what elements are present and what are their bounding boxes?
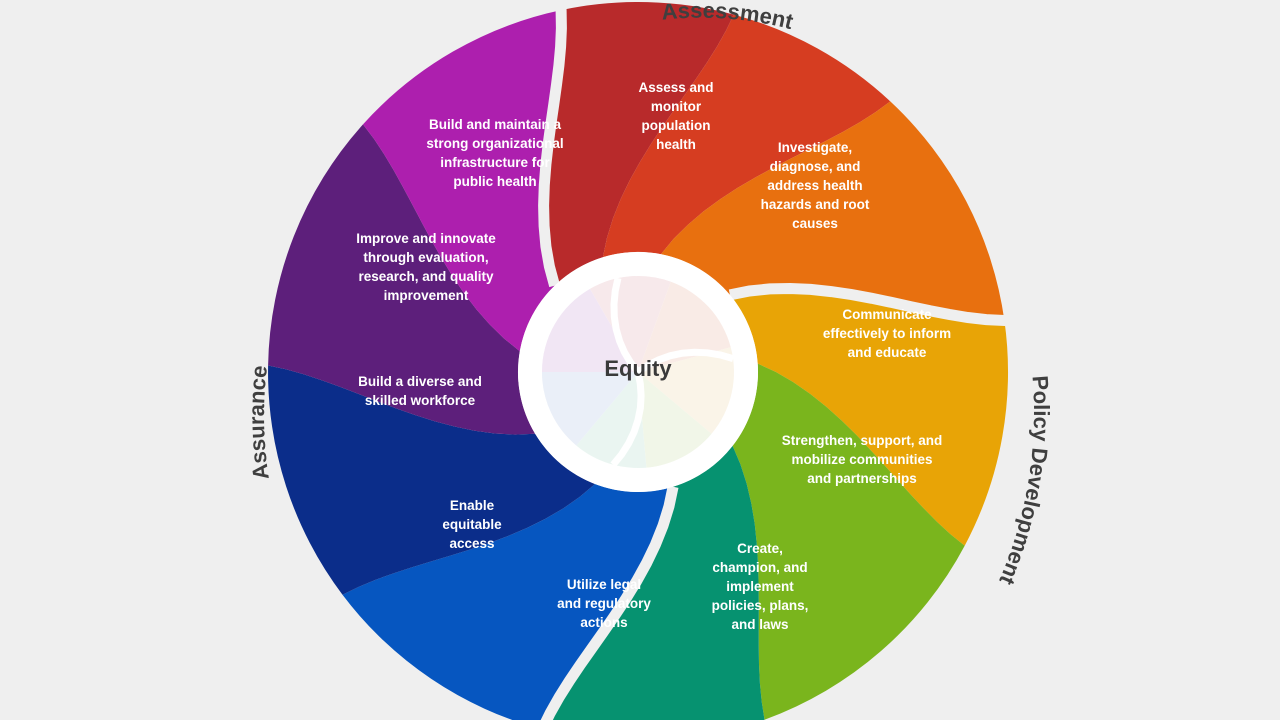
service-label-line: Utilize legal (567, 577, 641, 592)
segment-strengthen (729, 288, 1009, 546)
service-label-line: Build and maintain a (429, 117, 562, 132)
service-label-access: Enable equitable access (442, 498, 502, 551)
service-label-improve: Improve and innovate through evaluation, r… (356, 231, 496, 303)
service-label-line: population (642, 118, 711, 133)
segment-improve (268, 124, 536, 435)
equity-hub-wedge (542, 372, 638, 446)
equity-hub-veil (542, 276, 734, 468)
service-label-line: and partnerships (807, 471, 917, 486)
equity-hub-divider (610, 277, 641, 375)
service-label-line: actions (580, 615, 627, 630)
service-label-infrastructure: Build and maintain a strong organizationa… (426, 117, 563, 189)
service-label-line: diagnose, and (770, 159, 861, 174)
service-label-line: policies, plans, (712, 598, 809, 613)
segment-workforce (268, 365, 595, 595)
service-label-line: Improve and innovate (356, 231, 496, 246)
domain-divider-2 (728, 282, 1018, 327)
service-label-policies: Create, champion, and implement policies, p… (712, 541, 809, 632)
service-label-strengthen: Strengthen, support, and mobilize communi… (782, 433, 943, 486)
service-label-line: through evaluation, (363, 250, 488, 265)
service-label-line: Assess and (638, 80, 713, 95)
domain-divider-1 (538, 0, 567, 288)
service-label-line: monitor (651, 99, 702, 114)
service-label-line: Investigate, (778, 140, 852, 155)
segment-policies (732, 363, 965, 720)
service-label-line: health (656, 137, 696, 152)
center-label: Equity (604, 356, 672, 381)
service-label-workforce: Build a diverse and skilled workforce (358, 374, 482, 408)
service-label-line: infrastructure for (440, 155, 550, 170)
segment-legal (546, 445, 765, 720)
service-label-line: and regulatory (557, 596, 651, 611)
equity-hub-divider (610, 371, 645, 467)
service-label-line: improvement (384, 288, 469, 303)
segment-investigate (602, 14, 891, 258)
service-label-assess: Assess and monitor population health (638, 80, 713, 152)
service-label-line: effectively to inform (823, 326, 951, 341)
segment-assess (543, 2, 734, 286)
service-label-line: Strengthen, support, and (782, 433, 943, 448)
service-label-line: Build a diverse and (358, 374, 482, 389)
service-label-line: hazards and root (761, 197, 870, 212)
service-label-communicate: Communicate effectively to inform and educ… (823, 307, 951, 360)
service-label-line: skilled workforce (365, 393, 476, 408)
equity-hub-wedge (542, 288, 638, 372)
equity-hub-wedge (638, 372, 712, 468)
service-label-line: access (449, 536, 494, 551)
service-label-investigate: Investigate, diagnose, and address health h… (761, 140, 870, 231)
service-label-line: equitable (442, 517, 502, 532)
segment-communicate (660, 101, 1005, 321)
service-label-line: implement (726, 579, 794, 594)
service-label-line: Communicate (842, 307, 932, 322)
service-label-line: Enable (450, 498, 495, 513)
service-label-line: research, and quality (358, 269, 494, 284)
equity-hub-divider (636, 348, 735, 375)
equity-hub-wedge (590, 276, 671, 372)
segment-access (342, 484, 674, 720)
domain-label-assurance: Assurance (244, 364, 274, 481)
domain-divider-3 (540, 485, 679, 720)
service-label-line: mobilize communities (791, 452, 932, 467)
service-label-line: and laws (731, 617, 788, 632)
service-label-line: causes (792, 216, 838, 231)
equity-hub-wedge (638, 347, 734, 434)
service-label-line: strong organizational (426, 136, 563, 151)
segment-infrastructure (363, 10, 562, 352)
service-label-legal: Utilize legal and regulatory actions (557, 577, 651, 630)
service-label-line: Create, (737, 541, 783, 556)
service-label-line: and educate (848, 345, 927, 360)
service-label-line: public health (453, 174, 536, 189)
service-label-line: champion, and (712, 560, 807, 575)
service-label-line: address health (767, 178, 862, 193)
